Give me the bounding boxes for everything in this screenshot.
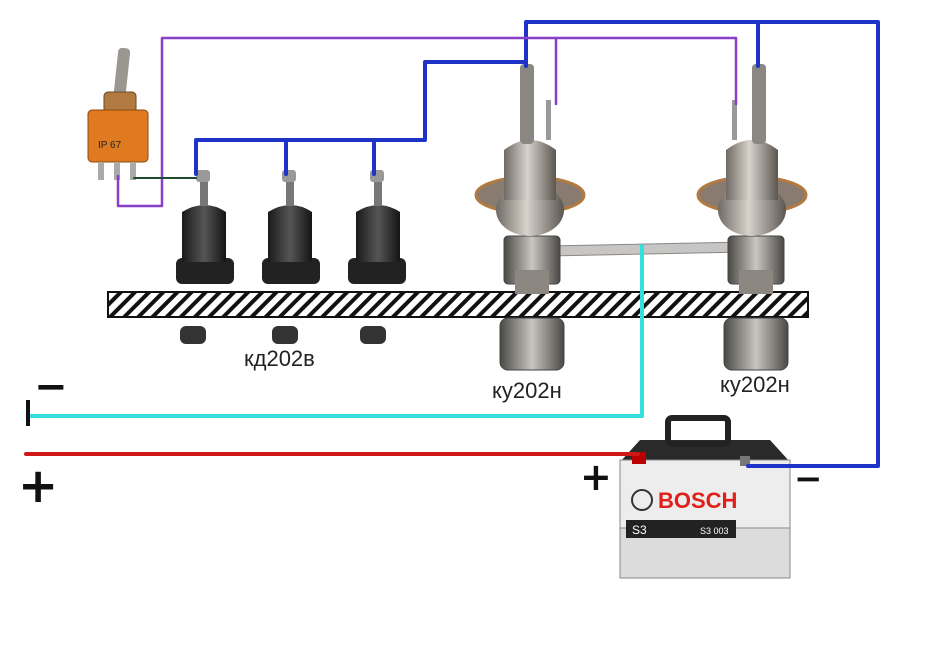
toggle-switch: IP 67	[87, 47, 149, 180]
output-minus-label: −	[34, 364, 68, 410]
output-plus-label: +	[18, 458, 58, 514]
battery-plus-label: +	[580, 455, 612, 499]
diode-2	[262, 170, 320, 344]
diode-1	[176, 170, 234, 344]
mounting-plate	[107, 291, 809, 318]
diode-label: кд202в	[244, 346, 315, 371]
thyristor-1	[474, 64, 586, 371]
wire-cyan-minus	[28, 244, 644, 418]
diode-3	[348, 170, 406, 344]
battery-model: S3	[632, 523, 647, 537]
thyristor-1-label: ку202н	[492, 378, 562, 403]
battery-minus-terminal	[740, 456, 750, 466]
bosch-logo-icon	[631, 489, 653, 511]
switch-marking: IP 67	[98, 140, 122, 151]
battery-minus-label: −	[794, 459, 823, 499]
battery: BOSCH S3 S3 003	[619, 415, 791, 579]
thyristor-2-label: ку202н	[720, 372, 790, 397]
battery-code: S3 003	[700, 526, 729, 536]
wire-purple-gates	[116, 36, 738, 208]
battery-brand: BOSCH	[658, 488, 737, 513]
thyristor-strap	[547, 241, 745, 257]
thyristor-2	[696, 64, 808, 371]
